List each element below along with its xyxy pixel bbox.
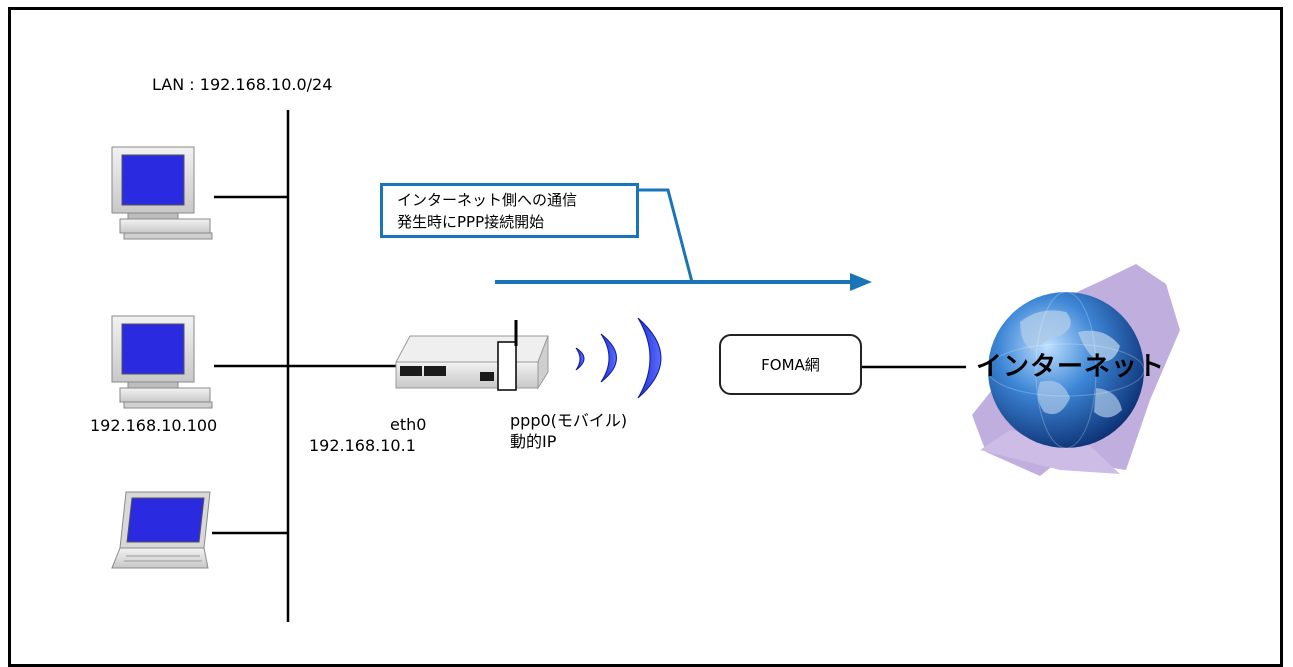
radio-wave-icon xyxy=(575,317,662,399)
ppp0-ip-label: 動的IP xyxy=(510,432,557,451)
desktop-pc-icon xyxy=(111,315,213,409)
ppp0-label: ppp0(モバイル) xyxy=(510,411,628,430)
pc-ip-label: 192.168.10.100 xyxy=(90,416,218,435)
eth0-ip-label: 192.168.10.1 xyxy=(309,436,416,455)
laptop-icon xyxy=(111,491,211,569)
network-diagram xyxy=(111,110,1180,622)
internet-label: インターネット xyxy=(976,352,1166,382)
callout-leader-line xyxy=(639,188,694,283)
desktop-pc-icon xyxy=(111,146,213,240)
ppp-connect-callout: インターネット側への通信 発生時にPPP接続開始 xyxy=(380,183,639,238)
eth0-label: eth0 xyxy=(390,415,427,434)
callout-line-2: 発生時にPPP接続開始 xyxy=(397,213,545,231)
callout-line-1: インターネット側への通信 xyxy=(397,191,578,209)
foma-label: FOMA網 xyxy=(761,356,820,374)
router-icon xyxy=(395,320,549,391)
lan-subnet-label: LAN : 192.168.10.0/24 xyxy=(152,75,333,94)
globe-icon xyxy=(972,264,1180,476)
arrow-head-icon xyxy=(850,273,872,291)
foma-network-box: FOMA網 xyxy=(719,334,862,395)
